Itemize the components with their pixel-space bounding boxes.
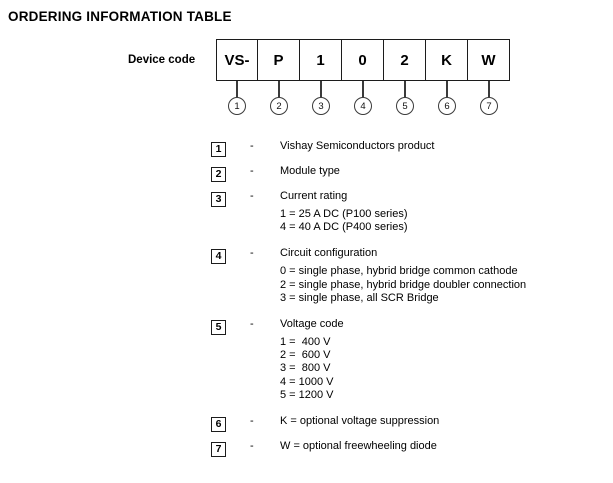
legend-line: 3 = 800 V: [280, 362, 331, 375]
connector-line: [404, 81, 406, 97]
legend-dash: -: [250, 440, 254, 453]
legend: 1 - Vishay Semiconductors product 2 - Mo…: [211, 139, 526, 464]
device-code-diagram: VS- 1 P 2 1 3 0 4 2 5 K 6: [216, 39, 510, 115]
circle-number: 4: [354, 97, 372, 115]
legend-dash: -: [250, 140, 254, 152]
legend-line: 1 = 25 A DC (P100 series): [280, 208, 408, 220]
device-code-cell: P: [258, 39, 300, 81]
circle-number: 2: [270, 97, 288, 115]
legend-number-box: 7: [211, 441, 226, 457]
legend-dash: -: [250, 165, 254, 177]
device-code-segment: P 2: [258, 39, 300, 115]
legend-row: 4 - Circuit configuration 0 = single pha…: [211, 246, 526, 305]
legend-row: 3 - Current rating 1 = 25 A DC (P100 ser…: [211, 189, 526, 234]
legend-dash: -: [250, 190, 254, 202]
legend-number-box: 4: [211, 248, 226, 264]
legend-title: W = optional freewheeling diode: [280, 440, 437, 453]
legend-line: 4 = 1000 V: [280, 375, 334, 388]
legend-number-box: 1: [211, 141, 226, 157]
legend-dash: -: [250, 318, 254, 331]
legend-row: 7 - W = optional freewheeling diode: [211, 439, 526, 457]
legend-line: 3 = single phase, all SCR Bridge: [280, 291, 439, 304]
legend-row: 2 - Module type: [211, 164, 526, 182]
device-code-label: Device code: [128, 54, 196, 66]
device-code-segment: 0 4: [342, 39, 384, 115]
device-code-cell: 2: [384, 39, 426, 81]
legend-number-box: 5: [211, 319, 226, 335]
legend-row: 6 - K = optional voltage suppression: [211, 414, 526, 432]
connector-line: [236, 81, 238, 97]
device-code-cell: VS-: [216, 39, 258, 81]
connector-line: [488, 81, 490, 97]
device-code-cell: K: [426, 39, 468, 81]
connector-line: [362, 81, 364, 97]
device-code-segment: K 6: [426, 39, 468, 115]
legend-number-box: 2: [211, 166, 226, 182]
legend-title: Vishay Semiconductors product: [280, 140, 435, 152]
circle-number: 7: [480, 97, 498, 115]
connector-line: [320, 81, 322, 97]
legend-line: 4 = 40 A DC (P400 series): [280, 221, 408, 234]
device-code-segment: W 7: [468, 39, 510, 115]
legend-row: 5 - Voltage code 1 = 400 V 2 = 600 V 3 =…: [211, 317, 526, 402]
legend-line: 2 = single phase, hybrid bridge doubler …: [280, 278, 527, 291]
device-code-cell: 0: [342, 39, 384, 81]
legend-title: Current rating: [280, 190, 348, 202]
circle-number: 1: [228, 97, 246, 115]
legend-line: 5 = 1200 V: [280, 388, 334, 401]
legend-title: Module type: [280, 165, 340, 177]
device-code-segment: 1 3: [300, 39, 342, 115]
legend-line: 2 = 600 V: [280, 349, 331, 362]
legend-number-box: 3: [211, 191, 226, 207]
page-title: ORDERING INFORMATION TABLE: [8, 9, 232, 24]
legend-row: 1 - Vishay Semiconductors product: [211, 139, 526, 157]
device-code-cell: 1: [300, 39, 342, 81]
legend-number-box: 6: [211, 416, 226, 432]
legend-title: K = optional voltage suppression: [280, 415, 440, 428]
device-code-segment: VS- 1: [216, 39, 258, 115]
legend-line: 1 = 400 V: [280, 336, 331, 349]
legend-title: Voltage code: [280, 318, 344, 331]
legend-dash: -: [250, 247, 254, 260]
circle-number: 6: [438, 97, 456, 115]
circle-number: 5: [396, 97, 414, 115]
legend-line: 0 = single phase, hybrid bridge common c…: [280, 265, 518, 278]
device-code-cell: W: [468, 39, 510, 81]
connector-line: [446, 81, 448, 97]
circle-number: 3: [312, 97, 330, 115]
connector-line: [278, 81, 280, 97]
legend-title: Circuit configuration: [280, 247, 378, 260]
device-code-segment: 2 5: [384, 39, 426, 115]
legend-dash: -: [250, 415, 254, 428]
